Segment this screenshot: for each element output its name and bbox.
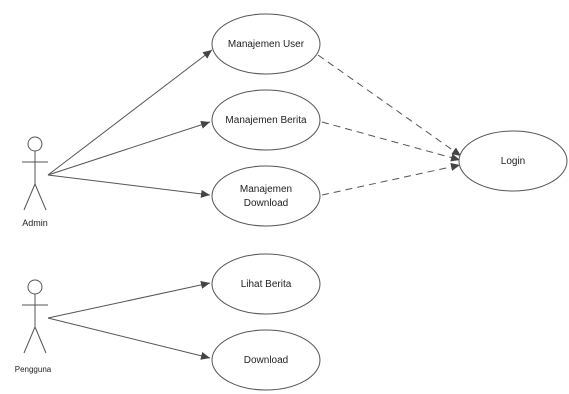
use-case-download-ellipse <box>211 329 321 391</box>
actor-pengguna-head <box>27 279 43 295</box>
use-case-manajemen-berita: Manajemen Berita <box>211 89 321 151</box>
actor-pengguna-label: Pengguna <box>15 365 52 374</box>
use-case-manajemen-download-label-line1: Manajemen <box>240 184 292 195</box>
use-case-manajemen-user-label: Manajemen User <box>228 39 305 50</box>
use-case-download-label: Download <box>244 355 288 366</box>
actor-admin-leg-right <box>34 183 47 211</box>
association-admin-manajemen-berita <box>47 120 211 176</box>
actor-pengguna: Pengguna <box>15 279 52 374</box>
use-case-login-ellipse <box>458 130 568 192</box>
use-case-manajemen-user-ellipse <box>211 13 321 75</box>
actor-admin: Admin <box>22 136 48 228</box>
include-manajemen-download-login <box>321 163 461 196</box>
actor-admin-leg-left <box>23 183 36 211</box>
use-case-manajemen-user: Manajemen User <box>211 13 321 75</box>
use-case-manajemen-berita-label: Manajemen Berita <box>225 115 307 126</box>
actor-admin-label: Admin <box>22 218 48 228</box>
use-case-manajemen-download: Manajemen Download <box>211 165 321 227</box>
use-case-lihat-berita-ellipse <box>211 253 321 315</box>
actor-pengguna-leg-right <box>34 326 47 354</box>
use-case-manajemen-download-label-line2: Download <box>244 198 288 209</box>
use-case-login-label: Login <box>501 156 525 167</box>
actor-pengguna-leg-left <box>23 326 36 354</box>
use-case-lihat-berita: Lihat Berita <box>211 253 321 315</box>
association-admin-manajemen-download <box>47 174 211 198</box>
use-case-lihat-berita-label: Lihat Berita <box>241 279 292 290</box>
use-case-manajemen-berita-ellipse <box>211 89 321 151</box>
association-pengguna-lihat-berita <box>47 280 211 319</box>
actor-admin-head <box>27 136 43 152</box>
use-case-manajemen-download-ellipse <box>211 165 321 227</box>
use-case-download: Download <box>211 329 321 391</box>
association-pengguna-download <box>47 317 211 360</box>
include-manajemen-user-login <box>317 54 462 157</box>
association-admin-manajemen-user <box>47 49 213 176</box>
use-case-login: Login <box>458 130 568 192</box>
